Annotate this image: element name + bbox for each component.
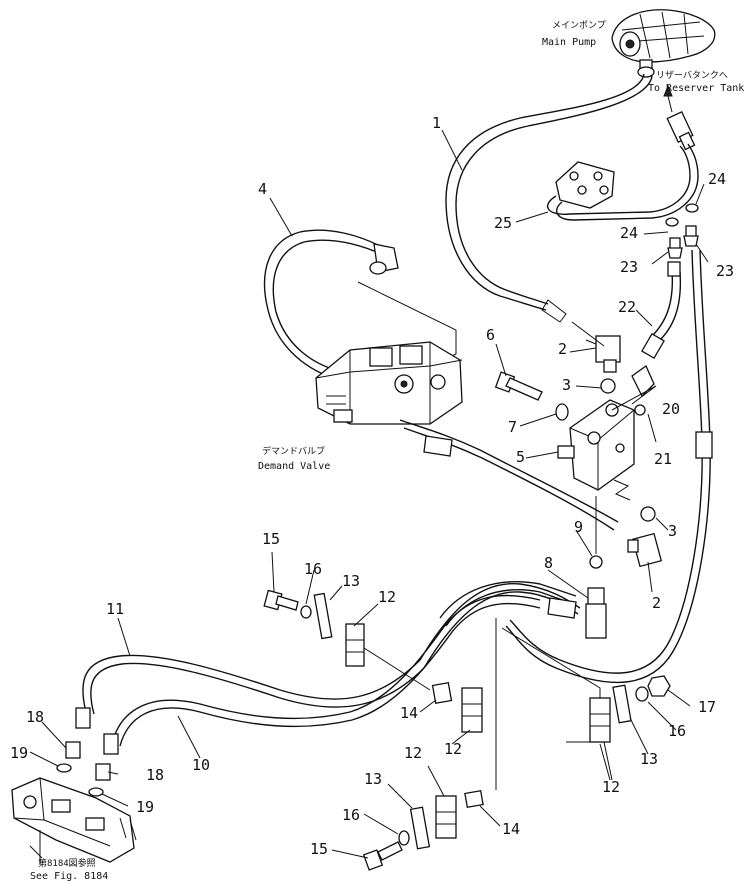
- main-pump-caption: Main Pump: [542, 37, 597, 48]
- washer-16-right: [635, 686, 649, 702]
- bolt-15-upper: [263, 589, 299, 611]
- fitting-8: [585, 587, 607, 639]
- o-ring-3-lower: [640, 506, 656, 522]
- collar-14-lower: [464, 789, 484, 809]
- part-number-19-lower: 19: [136, 798, 155, 816]
- part-number-12-middle: 12: [444, 740, 463, 758]
- part-number-24-left: 24: [620, 224, 639, 242]
- leader-lines: [29, 129, 709, 859]
- part-number-12-right: 12: [602, 778, 621, 796]
- part-number-12-lower: 12: [404, 744, 423, 762]
- bolt-6: [494, 371, 543, 401]
- part-number-6: 6: [486, 326, 496, 344]
- part-number-14-middle: 14: [400, 704, 419, 722]
- part-number-9: 9: [574, 518, 584, 536]
- nut-17: [647, 675, 671, 697]
- part-number-16-lower: 16: [342, 806, 361, 824]
- part-number-13-upper: 13: [342, 572, 361, 590]
- see-fig-caption-jp: 第8184図参照: [38, 859, 96, 869]
- demand-valve: [315, 341, 463, 425]
- fitting-23-right: [683, 225, 699, 247]
- part-number-3-lower: 3: [668, 522, 678, 540]
- part-number-18-lower: 18: [146, 766, 165, 784]
- part-number-10: 10: [192, 756, 211, 774]
- part-number-24-right: 24: [708, 170, 727, 188]
- part-number-21: 21: [654, 450, 673, 468]
- clamp-plate-13-right: [612, 684, 632, 724]
- main-pump: [611, 9, 716, 78]
- collar-14-middle: [431, 681, 453, 705]
- hose-4: [263, 229, 381, 381]
- main-pump-caption-jp: メインポンプ: [552, 21, 606, 31]
- fitting-18-lower: [95, 733, 119, 781]
- part-number-8: 8: [544, 554, 554, 572]
- hose-25: [546, 145, 691, 215]
- clamp-12-middle: [461, 687, 483, 733]
- reserver-tank-fitting: [663, 84, 696, 151]
- fitting-2-lower: [627, 532, 663, 568]
- fig-8184-valve: [11, 777, 137, 864]
- clamp-plate-13-upper: [313, 592, 333, 640]
- part-number-20: 20: [662, 400, 681, 418]
- part-number-19-upper: 19: [10, 744, 29, 762]
- o-ring-19-lower: [88, 787, 104, 797]
- part-number-2-upper: 2: [558, 340, 568, 358]
- clamp-12-lower: [435, 795, 457, 839]
- flange-25: [555, 161, 615, 209]
- part-number-2-lower: 2: [652, 594, 662, 612]
- part-number-11: 11: [106, 600, 125, 618]
- washer-7: [555, 403, 569, 421]
- part-number-16-right: 16: [668, 722, 687, 740]
- valve-block-5: [557, 399, 635, 491]
- part-number-23-left: 23: [620, 258, 639, 276]
- clamp-12-upper: [345, 623, 365, 667]
- part-number-25: 25: [494, 214, 513, 232]
- return-hose: [509, 249, 703, 674]
- leader-zigzag: [613, 479, 631, 501]
- part-number-18-upper: 18: [26, 708, 45, 726]
- part-number-23-right: 23: [716, 262, 735, 280]
- hose-22: [651, 269, 674, 337]
- fitting-23-left: [667, 237, 683, 259]
- see-fig-caption: See Fig. 8184: [30, 871, 109, 882]
- hose-1: [445, 73, 645, 311]
- part-number-13-right: 13: [640, 750, 659, 768]
- part-number-5: 5: [516, 448, 526, 466]
- hose-11: [82, 583, 581, 713]
- part-number-14-lower: 14: [502, 820, 521, 838]
- demand-valve-caption-jp: デマンドバルブ: [262, 447, 326, 457]
- reserver-tank-caption-jp: リザーバタンクへ: [656, 71, 728, 81]
- o-ring-19-upper: [56, 763, 72, 773]
- part-number-13-lower: 13: [364, 770, 383, 788]
- o-ring-24-left: [665, 217, 679, 227]
- washer-16-upper: [300, 605, 312, 619]
- bolt-15-lower: [362, 841, 403, 871]
- o-ring-3-upper: [600, 378, 616, 394]
- part-number-3-upper: 3: [562, 376, 572, 394]
- fitting-18-upper: [65, 707, 91, 759]
- o-ring-9: [589, 555, 603, 569]
- part-number-15-upper: 15: [262, 530, 281, 548]
- part-number-4: 4: [258, 180, 268, 198]
- clamp-12-right: [589, 697, 611, 743]
- o-ring-24-right: [685, 203, 699, 213]
- part-number-12-upper: 12: [378, 588, 397, 606]
- fitting-2-upper: [585, 335, 621, 373]
- demand-valve-caption: Demand Valve: [258, 461, 331, 472]
- clamp-plate-13-lower: [409, 806, 431, 850]
- elbow-20: [631, 365, 655, 416]
- part-number-15-lower: 15: [310, 840, 329, 858]
- washer-16-lower: [398, 830, 410, 846]
- reserver-tank-caption: To Reserver Tank: [648, 83, 745, 94]
- part-number-22: 22: [618, 298, 637, 316]
- part-number-17: 17: [698, 698, 717, 716]
- part-number-1: 1: [432, 114, 442, 132]
- part-number-16-upper: 16: [304, 560, 323, 578]
- part-number-7: 7: [508, 418, 518, 436]
